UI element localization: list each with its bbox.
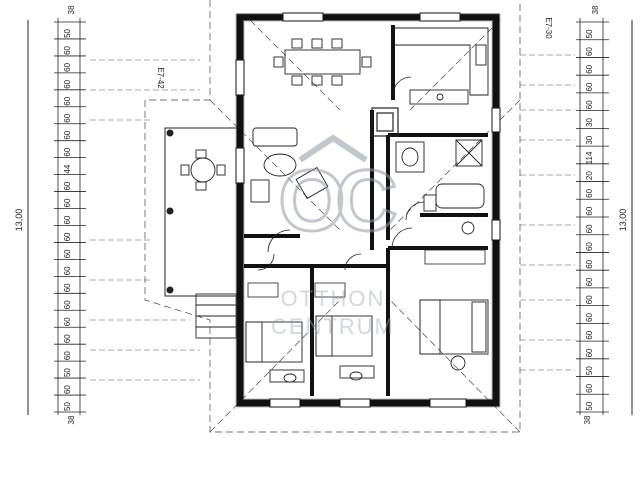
left-dimension-label: 60 — [63, 147, 72, 156]
left-dimension-label: 60 — [63, 62, 72, 71]
left-dimension-label: 60 — [63, 45, 72, 54]
right-dimension-label: 60 — [585, 242, 594, 251]
right-dimension-label: 60 — [585, 64, 594, 73]
right-dimension-label: 60 — [585, 82, 594, 91]
left-dimension-label: 60 — [63, 266, 72, 275]
left-dimension-label: 50 — [63, 28, 72, 37]
left-dimension-label: 60 — [63, 232, 72, 241]
right-elevation-lines — [520, 54, 575, 371]
bathroom-fixtures — [395, 139, 485, 235]
left-bottom-code: 38 — [67, 415, 76, 424]
left-dimension-labels: 50 60 60 60 60 60 60 60 44 60 60 60 60 60 60 60 60 60 60 60… — [63, 28, 72, 410]
watermark-logo-text: OC — [279, 153, 396, 249]
right-dimension-label: 114 — [585, 151, 594, 164]
living-room-furniture — [250, 127, 329, 203]
left-dimension-label: 60 — [63, 283, 72, 292]
left-dimension-label: 60 — [63, 96, 72, 105]
left-dimension-label: 60 — [63, 79, 72, 88]
left-dimension-label: 60 — [63, 130, 72, 139]
left-dimension-label: 44 — [63, 164, 72, 173]
right-dimension-label: 50 — [585, 401, 594, 410]
windows — [235, 12, 501, 408]
right-dimension-label: 30 — [585, 118, 594, 127]
right-dimension-label: 60 — [585, 383, 594, 392]
door-swings — [257, 76, 425, 271]
left-dimension-label: 60 — [63, 334, 72, 343]
right-dimension-label: 60 — [585, 188, 594, 197]
dining-table-set — [273, 38, 372, 86]
left-dimension-label: 60 — [63, 351, 72, 360]
terrace — [164, 127, 238, 297]
interior-walls — [244, 25, 488, 396]
chimney — [371, 107, 399, 137]
left-dimension-label: 60 — [63, 181, 72, 190]
kitchen-counter — [395, 27, 489, 105]
entrance-steps — [195, 293, 237, 339]
right-tick-marks — [576, 21, 609, 413]
left-dimension-label: 50 — [63, 402, 72, 411]
left-dimension-label: 60 — [63, 385, 72, 394]
right-dimension-label: 50 — [585, 366, 594, 375]
roof-outline — [144, 0, 521, 433]
right-dimension-label: 60 — [585, 330, 594, 339]
wall-hatching — [235, 13, 501, 408]
left-section-code: E7-42 — [156, 67, 165, 89]
left-dimension-label: 50 — [63, 368, 72, 377]
terrace-table-set — [180, 149, 226, 191]
right-dimension-strip — [579, 18, 633, 415]
watermark-line2: CENTRUM — [271, 314, 395, 339]
right-top-code: 38 — [591, 5, 600, 14]
watermark-logo: OC — [277, 134, 407, 251]
left-dimension-label: 60 — [63, 215, 72, 224]
desks — [269, 365, 375, 383]
right-dimension-label: 60 — [585, 259, 594, 268]
right-dimension-label: 60 — [585, 313, 594, 322]
left-dimension-strip — [27, 18, 81, 415]
watermark-line1: OTTHON — [281, 286, 386, 311]
left-elevation-lines — [90, 59, 200, 381]
left-dimension-label: 60 — [63, 198, 72, 207]
left-dimension-label: 60 — [63, 113, 72, 122]
left-dimension-label: 60 — [63, 249, 72, 258]
right-dimension-label: 60 — [585, 295, 594, 304]
right-section-code: E7-30 — [544, 17, 553, 39]
right-dimension-label: 60 — [585, 277, 594, 286]
right-dimension-label: 50 — [585, 29, 594, 38]
right-dimension-label: 60 — [585, 47, 594, 56]
right-dimension-label: 30 — [585, 135, 594, 144]
right-dimension-label: 60 — [585, 206, 594, 215]
right-total-dimension: 13,00 — [618, 209, 628, 232]
right-dimension-label: 60 — [585, 224, 594, 233]
right-dimension-label: 60 — [585, 100, 594, 109]
left-dimension-label: 60 — [63, 317, 72, 326]
right-dimension-label: 20 — [585, 171, 594, 180]
left-top-code: 38 — [67, 5, 76, 14]
bedroom-beds — [245, 299, 489, 371]
left-tick-marks — [54, 21, 86, 413]
right-dimension-label: 60 — [585, 348, 594, 357]
left-dimension-label: 60 — [63, 300, 72, 309]
left-total-dimension: 13,00 — [14, 209, 24, 232]
wardrobes — [247, 249, 486, 298]
right-bottom-code: 38 — [583, 415, 592, 424]
exterior-walls — [236, 13, 500, 407]
right-dimension-labels: 50 60 60 60 60 30 30 114 20 60 60 60 60 60 60 60 60 60 60 5… — [585, 29, 594, 411]
